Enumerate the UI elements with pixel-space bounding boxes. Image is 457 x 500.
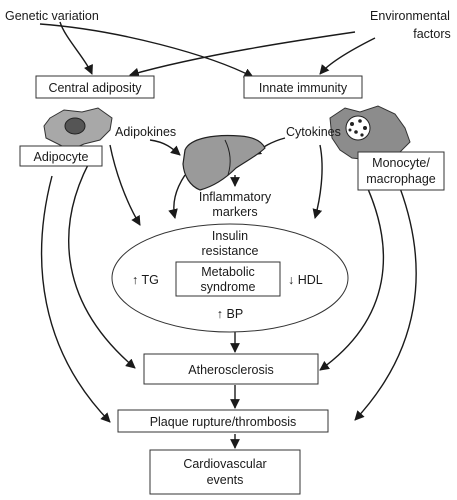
adipokines-label: Adipokines xyxy=(115,125,176,139)
edge-cytokines-to-ellipse xyxy=(312,144,323,219)
atherosclerosis-label: Atherosclerosis xyxy=(188,363,273,377)
inflammatory-markers-label-1: Inflammatory xyxy=(199,190,272,204)
granule-icon xyxy=(358,119,362,123)
plaque-rupture-box xyxy=(117,409,329,433)
granule-icon xyxy=(354,130,358,134)
cardiovascular-events-label-1: Cardiovascular xyxy=(183,457,266,471)
adipocyte-box xyxy=(19,145,103,167)
environmental-factors-label-1: Environmental xyxy=(370,9,450,23)
inflammatory-markers-label-2: markers xyxy=(212,205,257,219)
edge-monocyte-to-plaque xyxy=(354,187,417,421)
edge-adipocyte-to-atherosclerosis xyxy=(68,151,136,369)
insulin-resistance-label-2: resistance xyxy=(202,244,259,258)
edge-genetic-to-immunity xyxy=(39,23,254,78)
monocyte-label-1: Monocyte/ xyxy=(372,156,430,170)
bp-label: ↑ BP xyxy=(217,307,243,321)
genetic-variation-label: Genetic variation xyxy=(5,9,99,23)
cardiovascular-events-label-2: events xyxy=(207,473,244,487)
edge-environment-to-adiposity xyxy=(129,31,356,78)
tg-label: ↑ TG xyxy=(132,273,159,287)
cytokines-label: Cytokines xyxy=(286,125,341,139)
granule-icon xyxy=(350,122,354,126)
liver-icon xyxy=(182,134,266,191)
liver-lobe-line-icon xyxy=(224,139,231,176)
innate-immunity-label: Innate immunity xyxy=(259,81,348,95)
monocyte-box xyxy=(357,151,445,191)
central-adiposity-box xyxy=(35,75,155,99)
granule-icon xyxy=(363,126,367,130)
adipocyte-nucleus-icon xyxy=(64,117,86,135)
adipocyte-label: Adipocyte xyxy=(34,150,89,164)
insulin-resistance-label-1: Insulin xyxy=(212,229,248,243)
edge-adipokines-to-liver xyxy=(149,139,181,156)
environmental-factors-label-2: factors xyxy=(413,27,451,41)
edge-liver-left-to-ellipse xyxy=(168,174,186,219)
edge-adipocyte-to-plaque xyxy=(40,175,111,423)
edge-adipokines-to-ellipse xyxy=(109,144,141,226)
edge-environment-to-immunity xyxy=(319,37,376,75)
granule-icon xyxy=(348,128,352,132)
cardiovascular-events-box xyxy=(149,449,301,495)
metabolic-syndrome-box xyxy=(175,261,281,297)
monocyte-label-2: macrophage xyxy=(366,172,436,186)
hdl-label: ↓ HDL xyxy=(288,273,323,287)
atherosclerosis-box xyxy=(143,353,319,385)
metabolic-syndrome-label-1: Metabolic xyxy=(201,265,255,279)
central-adiposity-label: Central adiposity xyxy=(48,81,142,95)
granule-icon xyxy=(360,133,364,137)
innate-immunity-box xyxy=(243,75,363,99)
plaque-rupture-label: Plaque rupture/thrombosis xyxy=(150,415,297,429)
metabolic-syndrome-label-2: syndrome xyxy=(201,280,256,294)
edge-monocyte-to-atherosclerosis xyxy=(319,171,385,371)
